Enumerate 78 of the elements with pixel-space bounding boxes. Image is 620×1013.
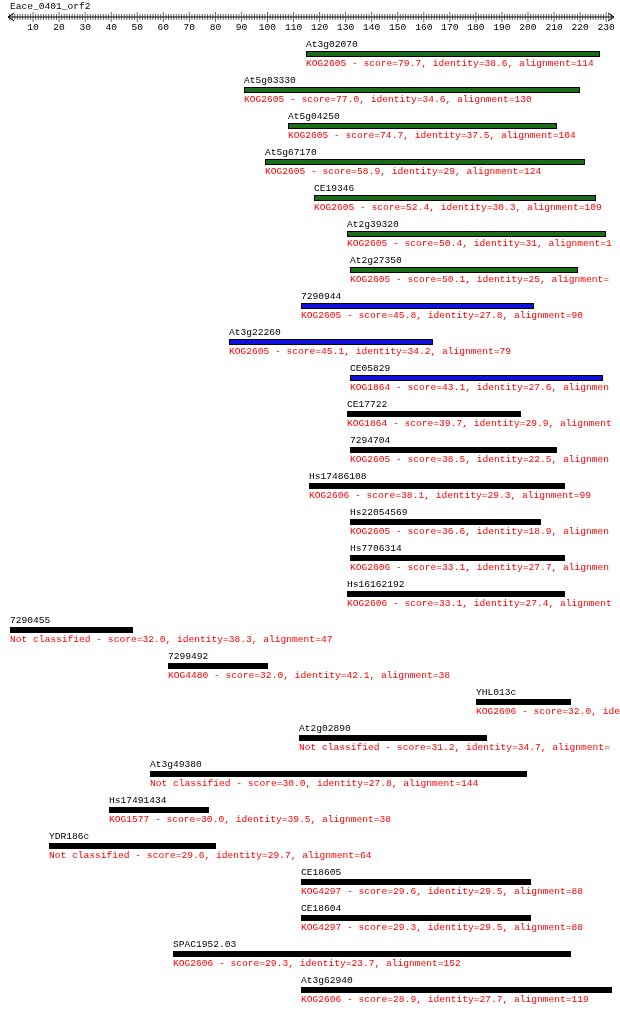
hit-description: KOG2605 - score=79.7, identity=38.6, alignment=114 [306, 59, 594, 69]
hit-description: KOG2605 - score=50.1, identity=25, alignment= [350, 275, 610, 285]
ruler-tick-label: 140 [363, 23, 381, 33]
hit-name: At2g02890 [299, 724, 351, 734]
ruler-tick-label: 50 [131, 23, 143, 33]
hit-description: KOG2606 - score=33.1, identity=27.7, alignmen [350, 563, 610, 573]
hit-name: At5g03330 [244, 76, 296, 86]
hit-description: KOG4297 - score=29.6, identity=29.5, alignment=88 [301, 887, 584, 897]
hit-name: 7290944 [301, 292, 342, 302]
hit-name: At3g22260 [229, 328, 281, 338]
hit-description: KOG1577 - score=30.0, identity=39.5, alignment=38 [109, 815, 392, 825]
hit-name: YHL013c [476, 688, 517, 698]
ruler-tick-label: 30 [79, 23, 91, 33]
hit-name: Hs16162192 [347, 580, 405, 590]
ruler-tick-label: 70 [183, 23, 196, 33]
hit-description: KOG2605 - score=77.0, identity=34.6, alignment=130 [244, 95, 532, 105]
hit-description: KOG2606 - score=28.9, identity=27.7, alignment=119 [301, 995, 589, 1005]
hit-name: At2g39320 [347, 220, 399, 230]
hit-name: Hs17491434 [109, 796, 167, 806]
ruler-tick-label: 40 [105, 23, 117, 33]
ruler-tick-label: 90 [235, 23, 248, 33]
hit-description: KOG2606 - score=29.3, identity=23.7, alignment=152 [173, 959, 461, 969]
ruler-tick-label: 160 [415, 23, 433, 33]
hit-description: KOG2605 - score=52.4, identity=30.3, alignment=109 [314, 203, 602, 213]
ruler-tick-label: 180 [467, 23, 485, 33]
ruler-tick-label: 210 [545, 23, 563, 33]
hit-description: KOG2605 - score=50.4, identity=31, alignment=1 [347, 239, 612, 249]
hit-description: Not classified - score=30.0, identity=27.8, alignment=144 [150, 779, 479, 789]
hit-name: YDR186c [49, 832, 90, 842]
ruler-tick-label: 150 [389, 23, 407, 33]
hit-description: KOG2606 - score=32.0, ide [476, 707, 620, 717]
hit-name: Hs7706314 [350, 544, 402, 554]
ruler-tick-label: 170 [441, 23, 459, 33]
ruler-tick-label: 10 [27, 23, 39, 33]
hit-description: KOG2605 - score=58.9, identity=29, alignment=124 [265, 167, 542, 177]
hit-description: Not classified - score=31.2, identity=34.7, alignment= [299, 743, 610, 753]
hit-name: CE18604 [301, 904, 342, 914]
hit-description: KOG4480 - score=32.0, identity=42.1, alignment=38 [168, 671, 451, 681]
hit-description: KOG2605 - score=36.6, identity=18.9, alignmen [350, 527, 610, 537]
hit-name: At5g04250 [288, 112, 340, 122]
ruler-tick-label: 20 [53, 23, 65, 33]
hit-description: KOG2605 - score=45.1, identity=34.2, alignment=79 [229, 347, 512, 357]
hit-name: Hs22054569 [350, 508, 408, 518]
ruler-tick-label: 120 [310, 23, 329, 33]
hit-name: At5g67170 [265, 148, 317, 158]
sequence-title: Eace_0401_orf2 [10, 2, 91, 12]
hit-description: Not classified - score=29.6, identity=29.7, alignment=64 [49, 851, 372, 861]
hit-description: KOG2606 - score=33.1, identity=27.4, alignment [347, 599, 612, 609]
hit-name: At2g27350 [350, 256, 402, 266]
hit-description: KOG4297 - score=29.3, identity=29.5, alignment=88 [301, 923, 584, 933]
hit-name: CE18605 [301, 868, 342, 878]
ruler-tick-label: 220 [571, 23, 589, 33]
hit-name: 7299492 [168, 652, 209, 662]
hit-description: KOG2606 - score=38.1, identity=29.3, alignment=99 [309, 491, 592, 501]
hit-name: 7294704 [350, 436, 391, 446]
hit-description: KOG2605 - score=74.7, identity=37.5, alignment=104 [288, 131, 576, 141]
ruler-tick-label: 190 [493, 23, 511, 33]
ruler-tick-label: 200 [519, 23, 537, 33]
hit-name: CE19346 [314, 184, 355, 194]
hit-name: CE05829 [350, 364, 391, 374]
ruler-tick-label: 110 [284, 23, 303, 33]
ruler-tick-label: 130 [337, 23, 355, 33]
hit-name: At3g49380 [150, 760, 202, 770]
hit-description: KOG2605 - score=38.5, identity=22.5, alignmen [350, 455, 610, 465]
hit-name: 7290455 [10, 616, 51, 626]
hit-description: KOG1864 - score=39.7, identity=29.9, alignment [347, 419, 612, 429]
ruler-tick-label: 100 [258, 23, 277, 33]
hit-name: SPAC1952.03 [173, 940, 237, 950]
hit-name: CE17722 [347, 400, 388, 410]
ruler-tick-label: 230 [597, 23, 615, 33]
ruler-tick-label: 80 [209, 23, 222, 33]
hit-description: KOG1864 - score=43.1, identity=27.6, alignmen [350, 383, 610, 393]
hit-name: At3g02070 [306, 40, 358, 50]
hit-name: Hs17486108 [309, 472, 367, 482]
ruler-tick-label: 60 [157, 23, 170, 33]
hit-name: At3g62940 [301, 976, 353, 986]
hit-description: KOG2605 - score=45.8, identity=27.8, alignment=90 [301, 311, 584, 321]
hit-description: Not classified - score=32.0, identity=38.3, alignment=47 [10, 635, 333, 645]
